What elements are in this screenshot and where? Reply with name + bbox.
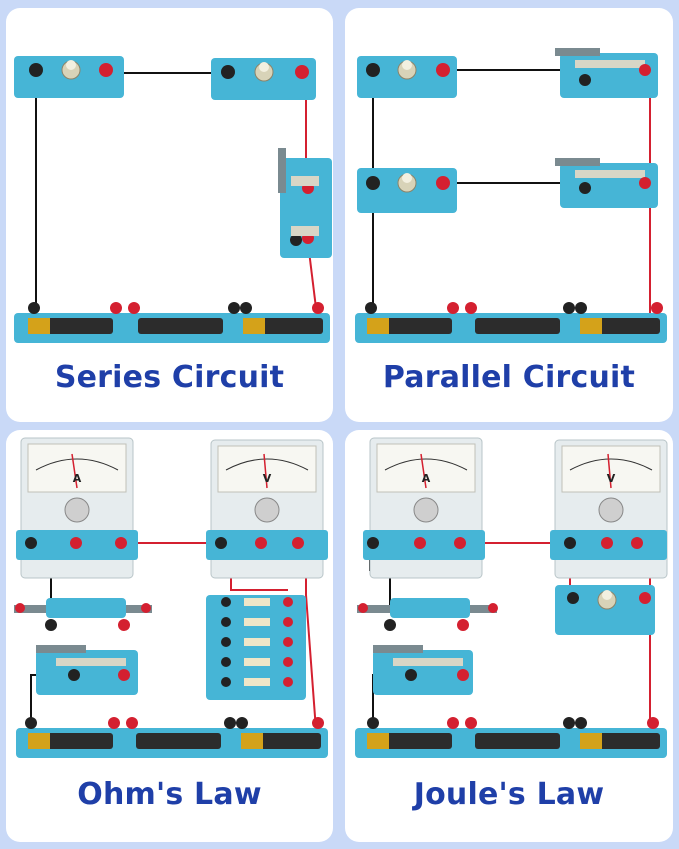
knife-switch xyxy=(278,148,332,258)
bulb-holder xyxy=(14,56,124,98)
panel-title: Joule's Law xyxy=(413,777,605,812)
ammeter-symbol: A xyxy=(73,472,82,485)
battery-box xyxy=(355,302,667,343)
ammeter-symbol: A xyxy=(422,472,431,485)
ammeter: A xyxy=(363,437,485,579)
bulb-holder xyxy=(357,56,457,98)
bulb-holder xyxy=(211,58,316,100)
parallel-circuit-panel: Parallel Circuit xyxy=(345,8,673,422)
voltmeter: V xyxy=(550,439,668,579)
resistor-board xyxy=(206,595,306,700)
bulb-holder xyxy=(357,168,457,213)
bulb-icon xyxy=(402,60,412,70)
bulb-icon xyxy=(402,173,412,183)
knife-switch xyxy=(555,48,658,98)
rheostat xyxy=(14,598,152,631)
battery-box xyxy=(16,717,328,758)
knife-switch xyxy=(36,645,138,695)
voltmeter: V xyxy=(206,439,328,579)
battery-box xyxy=(355,717,667,758)
ohms-law-diagram: A V xyxy=(14,437,328,758)
parallel-circuit-diagram xyxy=(355,48,667,343)
voltmeter-symbol: V xyxy=(607,472,616,485)
panel-title: Series Circuit xyxy=(54,360,285,395)
rheostat xyxy=(357,598,498,631)
joules-law-diagram: A V xyxy=(355,437,668,758)
battery-box xyxy=(14,302,330,343)
knife-switch xyxy=(555,158,658,208)
panel-title: Ohm's Law xyxy=(77,777,262,812)
series-circuit-diagram xyxy=(14,56,332,343)
bulb-icon xyxy=(602,590,612,600)
knife-switch xyxy=(373,645,473,695)
voltmeter-symbol: V xyxy=(263,472,272,485)
bulb-icon xyxy=(259,62,269,72)
panel-title: Parallel Circuit xyxy=(382,360,636,395)
ohms-law-panel: A V xyxy=(6,430,333,842)
joules-law-panel: A V xyxy=(345,430,673,842)
bulb-icon xyxy=(66,60,76,70)
ammeter: A xyxy=(16,437,138,579)
bulb-holder xyxy=(555,585,655,635)
series-circuit-panel: Series Circuit xyxy=(6,8,333,422)
